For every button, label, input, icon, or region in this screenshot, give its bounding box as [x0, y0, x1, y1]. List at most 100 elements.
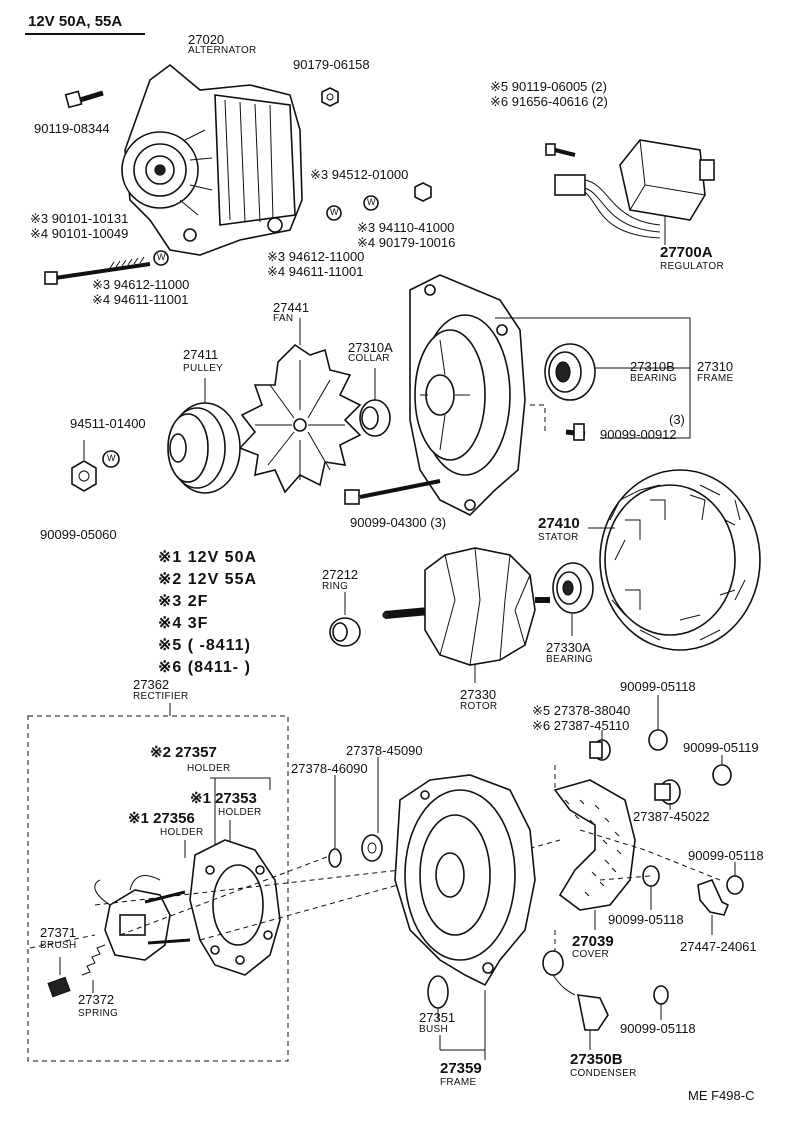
label-stator-caption: STATOR — [538, 532, 579, 543]
bolt-90099-04300 — [344, 479, 441, 505]
label-fan-caption: FAN — [273, 313, 294, 324]
label-holder-27357-number: ※2 27357 — [150, 744, 217, 761]
label-frame-27310-caption: FRAME — [697, 373, 734, 384]
label-alternator-number: 27020 — [188, 32, 225, 47]
nut-90099-05118-b — [726, 875, 744, 895]
label-rotor-caption: ROTOR — [460, 701, 498, 712]
bush-27351 — [427, 975, 449, 1009]
label-27387-45022: 27387-45022 — [633, 809, 710, 824]
drawing-code: ME F498-C — [688, 1088, 755, 1103]
label-holder-27353-caption: HOLDER — [218, 807, 262, 818]
insulator-27378-38040 — [589, 739, 611, 761]
label-27378-38040: ※5 27378-38040 — [532, 703, 631, 718]
label-90099-05118-d: 90099-05118 — [620, 1021, 696, 1036]
label-cover-caption: COVER — [572, 949, 610, 960]
label-94611-11001-b: ※4 94611-11001 — [92, 292, 189, 307]
nut-94110 — [414, 182, 432, 202]
nut-90099-05119 — [712, 764, 732, 786]
label-90099-05119: 90099-05119 — [683, 740, 759, 755]
label-27447-24061: 27447-24061 — [680, 939, 757, 954]
label-27378-45090: 27378-45090 — [346, 743, 423, 758]
label-94511-01400: 94511-01400 — [70, 416, 146, 431]
label-frame-27310-number: 27310 — [697, 359, 734, 374]
label-regulator-number: 27700A — [660, 244, 713, 261]
washer-mark: W — [157, 252, 166, 262]
rotor-illustration — [382, 547, 550, 666]
label-fan-number: 27441 — [273, 300, 310, 315]
regulator-illustration — [545, 139, 715, 239]
stator-illustration — [599, 469, 761, 651]
washer-mark: W — [367, 197, 376, 207]
label-94612-11000-b: ※3 94612-11000 — [92, 277, 190, 292]
label-stator-number: 27410 — [538, 515, 580, 532]
collar-illustration — [359, 399, 391, 437]
label-ring-caption: RING — [322, 581, 349, 592]
page-header: 12V 50A, 55A — [28, 13, 123, 30]
nut-90099-05118-a — [648, 729, 668, 751]
washer-27378-46090 — [328, 848, 342, 868]
label-regulator-caption: REGULATOR — [660, 261, 725, 272]
label-bush-caption: BUSH — [419, 1024, 448, 1035]
washer-icon — [326, 205, 342, 221]
label-94612-11000-a: ※3 94612-11000 — [267, 249, 365, 264]
label-90101-10049: ※4 90101-10049 — [30, 226, 129, 241]
label-brush-number: 27371 — [40, 925, 77, 940]
label-brush-caption: BRUSH — [40, 940, 77, 951]
washer-mark: W — [107, 453, 116, 463]
nut-90099-05118-d — [653, 985, 669, 1005]
label-cover-number: 27039 — [572, 933, 614, 950]
label-90119-06005: ※5 90119-06005 (2) — [490, 79, 607, 94]
label-bearing-27330a-caption: BEARING — [546, 654, 594, 665]
legend-item: ※1 12V 50A — [158, 549, 258, 566]
label-94512-01000: ※3 94512-01000 — [310, 167, 409, 182]
label-90099-05060: 90099-05060 — [40, 527, 117, 542]
nut-90179-06158 — [321, 87, 339, 107]
label-90179-10016: ※4 90179-10016 — [357, 235, 456, 250]
rectifier-illustration — [189, 839, 281, 976]
label-94611-11001-a: ※4 94611-11001 — [267, 264, 364, 279]
label-rotor-number: 27330 — [460, 687, 497, 702]
drive-end-frame-illustration — [409, 274, 526, 516]
label-holder-27353-number: ※1 27353 — [190, 790, 257, 807]
bearing-27330a — [552, 562, 594, 614]
label-collar-number: 27310A — [348, 340, 393, 355]
label-90099-00912: 90099-00912 — [600, 427, 677, 442]
label-condenser-number: 27350B — [570, 1051, 623, 1068]
through-bolt — [44, 256, 151, 285]
label-27387-45110: ※6 27387-45110 — [532, 718, 630, 733]
label-spring-number: 27372 — [78, 992, 115, 1007]
label-27378-46090: 27378-46090 — [291, 761, 368, 776]
label-bearing-27310b-number: 27310B — [630, 359, 675, 374]
insulator-27387-45022 — [654, 779, 681, 805]
bearing-27310b — [544, 343, 596, 401]
pulley-illustration — [167, 402, 241, 494]
rear-frame-illustration — [394, 774, 536, 987]
washer-icon — [102, 450, 120, 468]
label-frame-27359-caption: FRAME — [440, 1077, 477, 1088]
label-bush-number: 27351 — [419, 1010, 456, 1025]
alternator-illustration — [121, 63, 303, 256]
washer-27378-45090 — [361, 834, 383, 862]
label-qty-3: (3) — [669, 412, 685, 427]
legend-item: ※2 12V 55A — [158, 571, 258, 588]
label-rectifier-number: 27362 — [133, 677, 170, 692]
label-90179-06158: 90179-06158 — [293, 57, 370, 72]
condenser-illustration — [542, 930, 609, 1031]
label-frame-27359-number: 27359 — [440, 1060, 482, 1077]
label-alternator-caption: ALTERNATOR — [188, 45, 257, 56]
brush — [47, 976, 71, 998]
label-rectifier-caption: RECTIFIER — [133, 691, 189, 702]
screw-90099-00912 — [565, 423, 586, 441]
label-bearing-27330a-number: 27330A — [546, 640, 591, 655]
label-holder-27356-caption: HOLDER — [160, 827, 204, 838]
legend-item: ※5 ( -8411) — [158, 637, 251, 654]
washer-mark: W — [330, 207, 339, 217]
washer-icon — [363, 195, 379, 211]
label-94110-41000: ※3 94110-41000 — [357, 220, 455, 235]
brush-holder-illustration — [94, 875, 191, 961]
washer-icon — [153, 250, 169, 266]
legend-item: ※6 (8411- ) — [158, 659, 251, 676]
label-bearing-27310b-caption: BEARING — [630, 373, 678, 384]
label-90099-05118-b: 90099-05118 — [688, 848, 764, 863]
